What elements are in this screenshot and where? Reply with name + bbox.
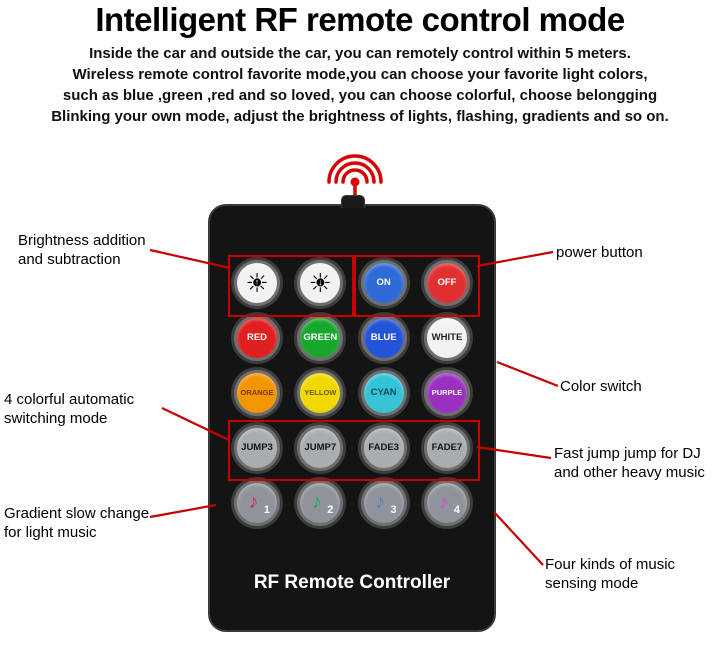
highlight-box-power xyxy=(354,255,480,317)
fade7-button[interactable]: FADE7 xyxy=(423,425,470,471)
button-row: ORANGE YELLOW CYAN PURPLE xyxy=(234,370,470,416)
fade3-label: FADE3 xyxy=(368,442,399,454)
power-on-label: ON xyxy=(376,277,391,289)
button-row: ♪1♪2♪3♪4 xyxy=(234,480,470,526)
cyan-label: CYAN xyxy=(370,387,397,399)
music-number-label: 3 xyxy=(390,504,397,516)
music4-button[interactable]: ♪4 xyxy=(423,480,470,526)
purple-label: PURPLE xyxy=(431,388,463,398)
jump3-label: JUMP3 xyxy=(241,442,273,454)
callout-power: power button xyxy=(556,244,643,261)
power-off-button[interactable]: OFF xyxy=(423,260,470,306)
green-button[interactable]: GREEN xyxy=(297,315,344,361)
callout-brightness: Brightness addition and subtraction xyxy=(18,232,146,268)
callout-music-sensing: Four kinds of music sensing mode xyxy=(545,556,676,592)
white-button[interactable]: WHITE xyxy=(423,315,470,361)
red-button[interactable]: RED xyxy=(234,315,280,361)
brightness-up-icon: ☀ xyxy=(245,268,269,298)
music-note-icon: ♪ xyxy=(248,490,259,513)
button-row: RED GREEN BLUE WHITE xyxy=(234,315,470,361)
brightness-up-button[interactable]: ☀↑ xyxy=(234,260,280,306)
blue-label: BLUE xyxy=(370,332,397,344)
blue-button[interactable]: BLUE xyxy=(360,315,407,361)
music3-button[interactable]: ♪3 xyxy=(360,480,407,526)
jump3-button[interactable]: JUMP3 xyxy=(234,425,280,471)
callout-fast-jump: Fast jump jump for DJ and other heavy mu… xyxy=(554,445,705,481)
yellow-label: YELLOW xyxy=(304,388,337,398)
orange-button[interactable]: ORANGE xyxy=(234,370,280,416)
subtitle-line: Wireless remote control favorite mode,yo… xyxy=(72,66,648,83)
callout-switching-mode: 4 colorful automatic switching mode xyxy=(4,391,135,427)
music-number-label: 4 xyxy=(453,504,460,516)
music-note-icon: ♪ xyxy=(311,490,322,513)
music-number-label: 1 xyxy=(263,504,270,516)
jump7-label: JUMP7 xyxy=(304,442,337,454)
brightness-down-button[interactable]: ☀↓ xyxy=(297,260,344,306)
subtitle-line: Inside the car and outside the car, you … xyxy=(89,45,631,62)
yellow-button[interactable]: YELLOW xyxy=(297,370,344,416)
white-label: WHITE xyxy=(431,332,463,344)
page-title: Intelligent RF remote control mode xyxy=(95,1,625,38)
connector-color xyxy=(496,360,559,388)
fade7-label: FADE7 xyxy=(431,442,463,454)
arrow-icon: ↑ xyxy=(254,277,260,288)
connector-music xyxy=(493,511,544,566)
button-row: JUMP3 JUMP7 FADE3 FADE7 xyxy=(234,425,470,471)
highlight-box-jump-fade xyxy=(228,420,480,481)
remote-brand-label: RF Remote Controller xyxy=(253,572,451,593)
subtitle-line: such as blue ,green ,red and so loved, y… xyxy=(62,87,658,104)
purple-button[interactable]: PURPLE xyxy=(423,370,470,416)
green-label: GREEN xyxy=(303,332,338,344)
antenna-nub xyxy=(341,195,365,208)
music1-button[interactable]: ♪1 xyxy=(234,480,280,526)
jump7-button[interactable]: JUMP7 xyxy=(297,425,344,471)
power-off-label: OFF xyxy=(437,277,457,289)
highlight-box-brightness xyxy=(228,255,354,317)
callout-color-switch: Color switch xyxy=(560,378,642,395)
callout-gradient: Gradient slow change for light music xyxy=(4,505,150,541)
music-note-icon: ♪ xyxy=(375,490,386,513)
music2-button[interactable]: ♪2 xyxy=(297,480,344,526)
power-on-button[interactable]: ON xyxy=(360,260,407,306)
subtitle-line: Blinking your own mode, adjust the brigh… xyxy=(51,108,669,125)
fade3-button[interactable]: FADE3 xyxy=(360,425,407,471)
red-label: RED xyxy=(246,332,268,344)
subtitle-block: Inside the car and outside the car, you … xyxy=(0,43,720,127)
music-note-icon: ♪ xyxy=(438,490,449,513)
arrow-icon: ↓ xyxy=(318,277,323,288)
music-number-label: 2 xyxy=(327,504,334,516)
brightness-down-icon: ☀ xyxy=(308,268,332,298)
orange-label: ORANGE xyxy=(240,388,274,398)
cyan-button[interactable]: CYAN xyxy=(360,370,407,416)
